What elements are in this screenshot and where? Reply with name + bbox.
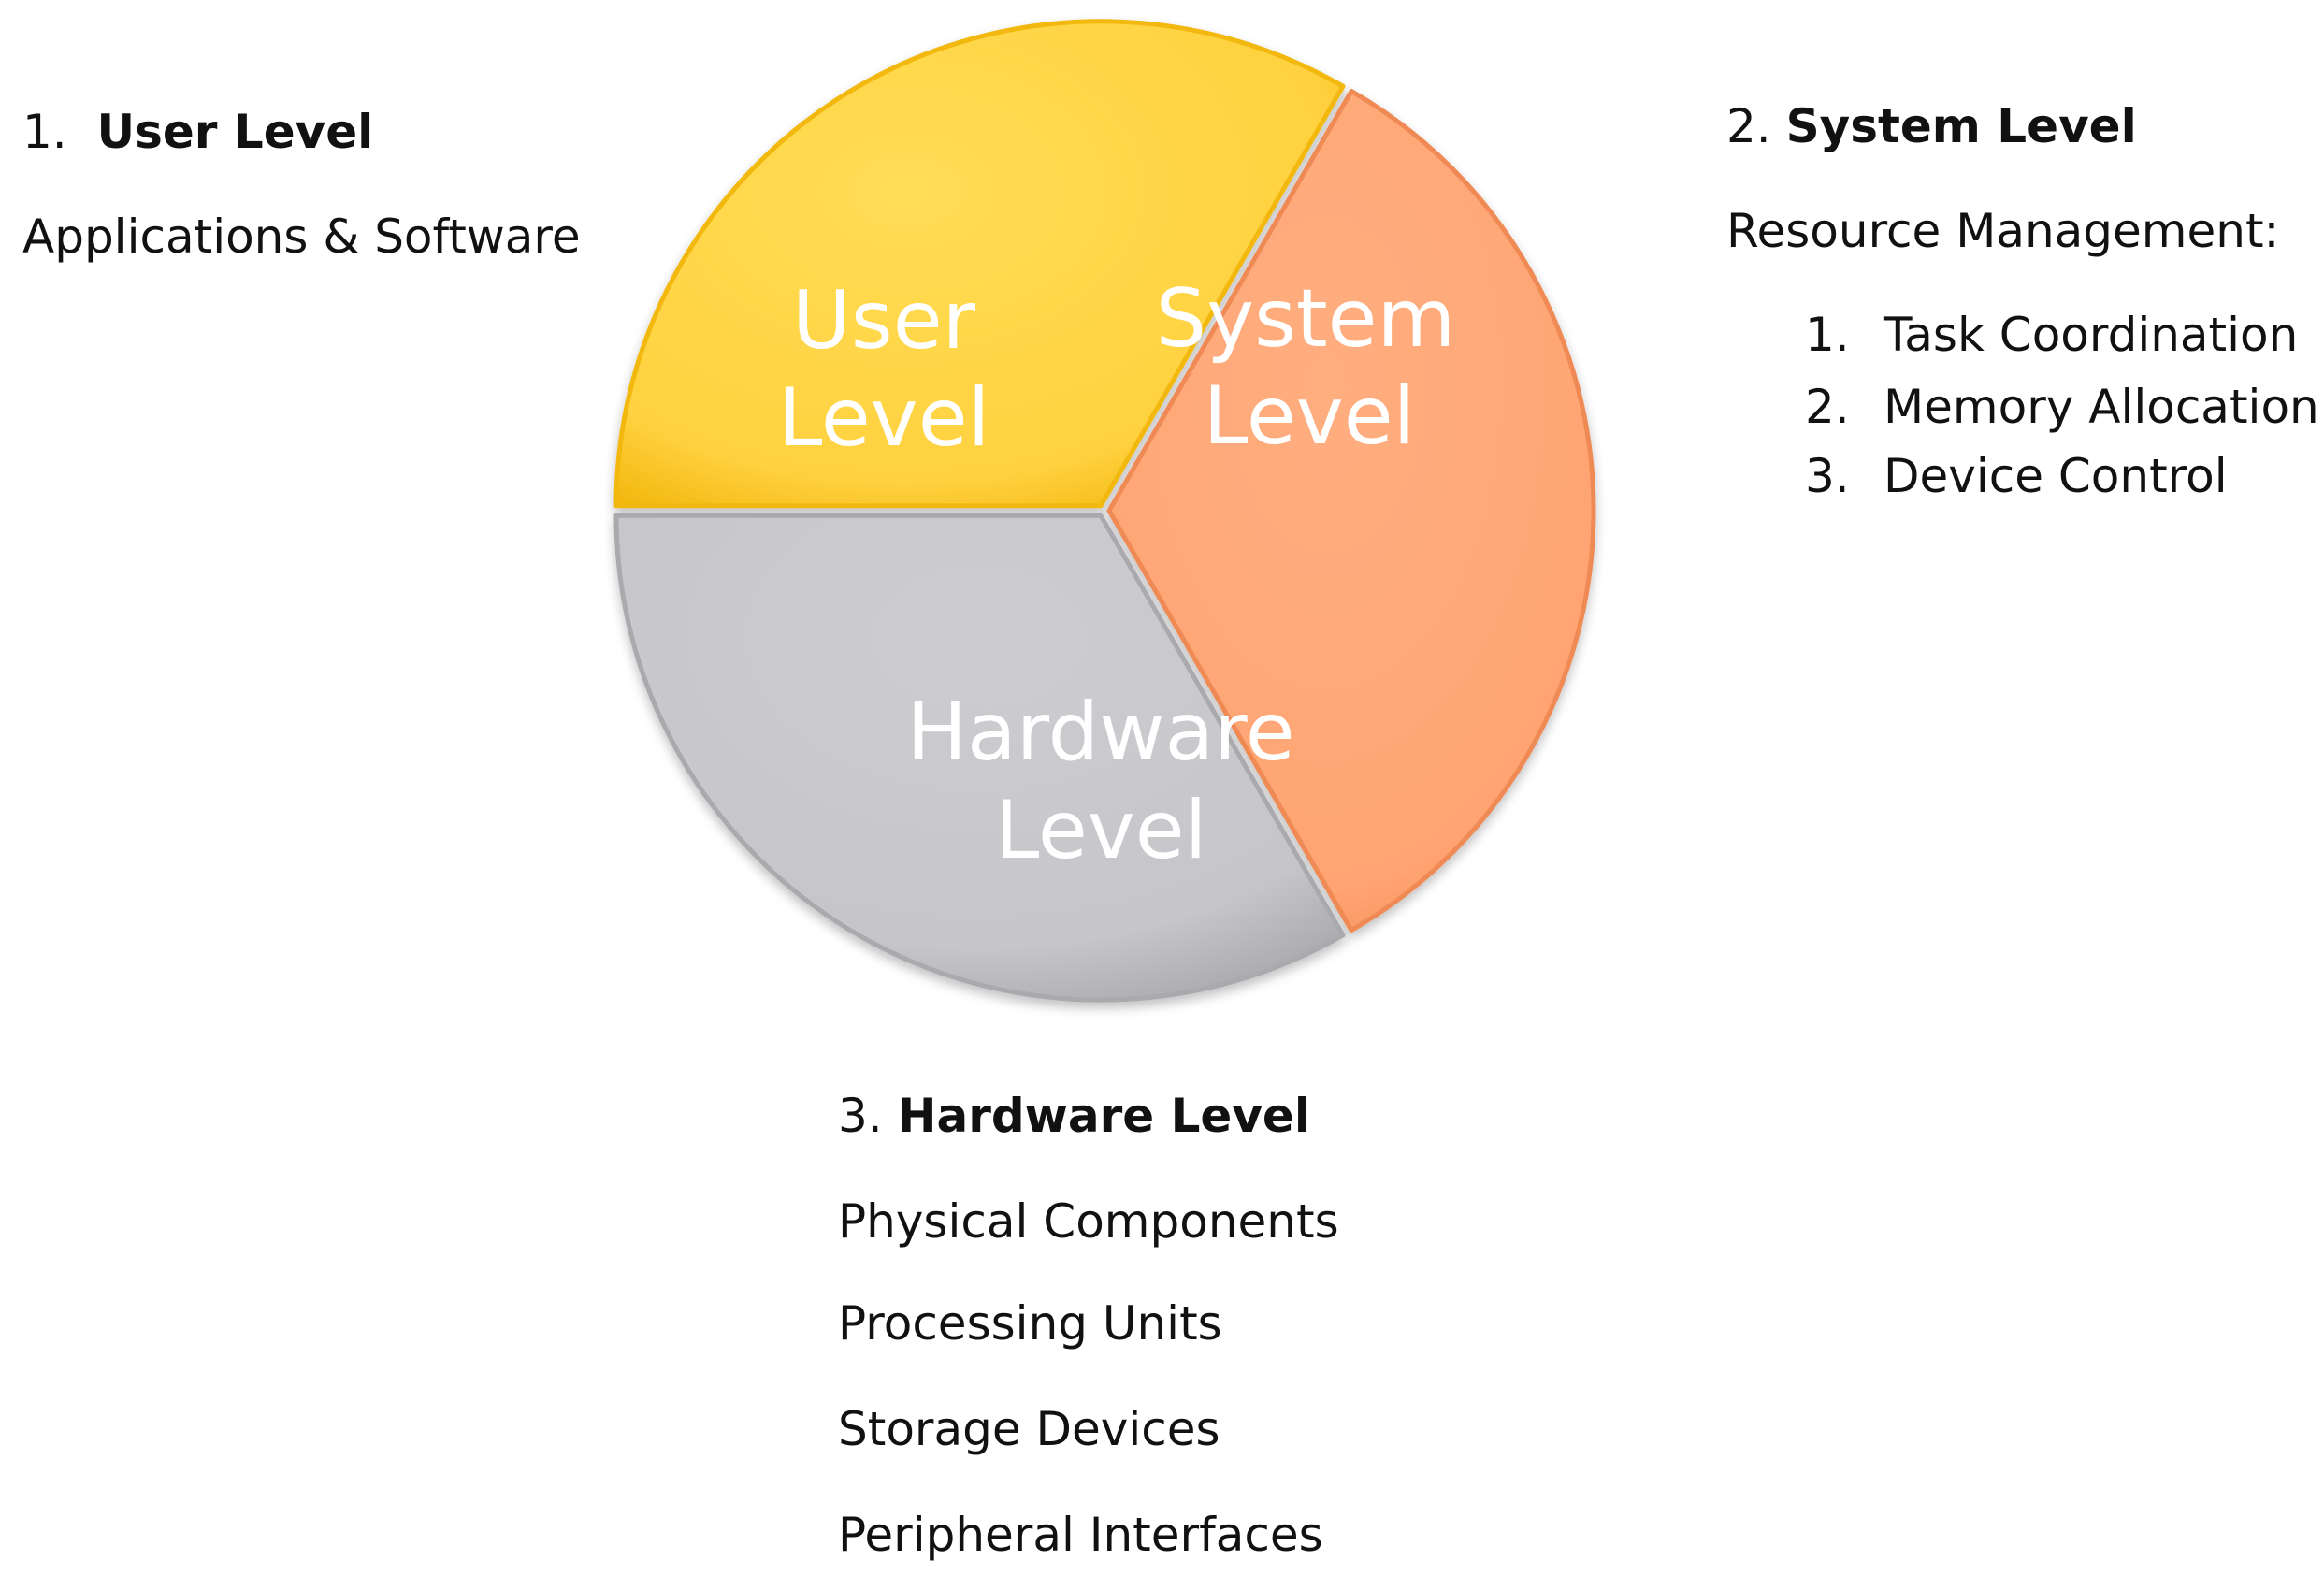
list-item-marker: 2.: [1805, 380, 1850, 434]
system-level-description: Resource Management:: [1726, 204, 2280, 258]
user-level-title: User Level: [96, 105, 374, 159]
list-item-text: Device Control: [1884, 449, 2228, 503]
slice-label-system-line1: System: [1156, 272, 1456, 366]
list-item-marker: 3.: [1805, 449, 1850, 503]
slice-label-hardware-line2: Level: [994, 784, 1206, 877]
system-level-heading: 2. System Level: [1726, 103, 2137, 150]
hardware-level-item: Processing Units: [838, 1296, 1222, 1351]
list-item-marker: 1.: [1805, 308, 1850, 362]
hardware-level-title: Hardware Level: [897, 1089, 1310, 1143]
list-item: 1.Task Coordination: [1805, 311, 2298, 358]
slice-label-hardware-line1: Hardware: [906, 686, 1294, 779]
pie-slice-system-level: [1106, 88, 1596, 933]
system-level-title: System Level: [1785, 99, 2137, 153]
hardware-level-item: Peripheral Interfaces: [838, 1508, 1323, 1562]
user-level-description: Applications & Software: [22, 210, 581, 264]
user-level-number: 1.: [22, 105, 67, 159]
slice-label-user-line2: Level: [777, 371, 989, 465]
user-level-heading: 1. User Level: [22, 108, 373, 155]
slice-label-user-line1: User: [792, 274, 976, 368]
hardware-level-heading: 3. Hardware Level: [838, 1092, 1310, 1139]
list-item: 2.Memory Allocation: [1805, 383, 2319, 430]
list-item-text: Task Coordination: [1884, 308, 2299, 362]
system-level-number: 2.: [1726, 99, 1771, 153]
list-item: 3.Device Control: [1805, 453, 2228, 499]
pie-slice-hardware-level: [613, 513, 1346, 1003]
hardware-level-item: Physical Components: [838, 1194, 1339, 1249]
pie-slice-user-level: [613, 19, 1346, 509]
hardware-level-item: Storage Devices: [838, 1402, 1220, 1456]
slice-label-system-line2: Level: [1203, 369, 1415, 463]
list-item-text: Memory Allocation: [1884, 380, 2319, 434]
hardware-level-number: 3.: [838, 1089, 883, 1143]
